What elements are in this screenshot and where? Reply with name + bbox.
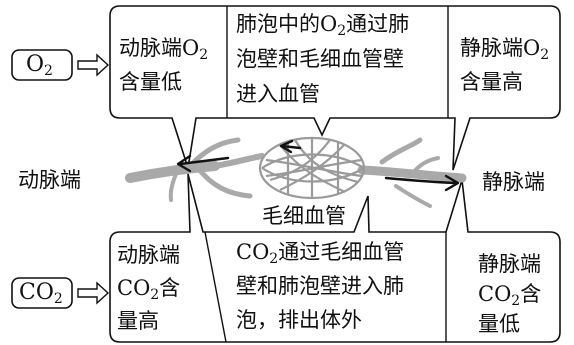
top-vein-line2: 含量高 <box>460 70 523 94</box>
bottom-divider-1 <box>204 231 227 343</box>
co2-label: CO2 <box>19 280 63 308</box>
top-artery-line2: 含量低 <box>119 70 182 94</box>
bottom-artery-line2: CO2含 <box>117 276 181 303</box>
blood-vessel <box>125 137 467 208</box>
bottom-vein-line1: 静脉端 <box>478 252 541 276</box>
top-vein-line1: 静脉端O2 <box>460 36 550 63</box>
bottom-middle-line1: CO2通过毛细血管 <box>236 240 405 267</box>
co2-label-box <box>11 277 73 309</box>
arteriole <box>125 161 220 183</box>
flow-arrow-capillary-top <box>280 144 302 150</box>
bottom-vein-line3: 量低 <box>478 312 520 336</box>
flow-arrow-artery <box>178 156 230 166</box>
vein-end-label: 静脉端 <box>482 170 545 194</box>
top-middle-line3: 进入血管 <box>236 82 320 106</box>
bottom-artery-line3: 量高 <box>117 309 159 333</box>
top-middle-line1: 肺泡中的O2通过肺 <box>236 12 410 39</box>
bottom-middle-line3: 泡，排出体外 <box>236 308 362 332</box>
bottom-artery-line1: 动脉端 <box>117 243 180 267</box>
bottom-vein-line2: CO2含 <box>478 282 542 309</box>
top-middle-line2: 泡壁和毛细血管壁 <box>236 47 404 71</box>
o2-hollow-arrow <box>77 53 110 77</box>
bottom-middle-line2: 壁和肺泡壁进入肺 <box>236 274 404 298</box>
flow-arrow-vein <box>384 176 458 185</box>
capillary-label: 毛细血管 <box>262 204 346 228</box>
flow-arrows <box>176 139 460 192</box>
artery-end-label: 动脉端 <box>18 168 81 192</box>
capillary-network <box>258 136 366 200</box>
bottom-callout-frame <box>109 173 561 343</box>
o2-label: O2 <box>26 52 53 80</box>
co2-hollow-arrow <box>77 281 110 305</box>
top-artery-line1: 动脉端O2 <box>119 36 209 63</box>
o2-label-box <box>11 49 73 81</box>
